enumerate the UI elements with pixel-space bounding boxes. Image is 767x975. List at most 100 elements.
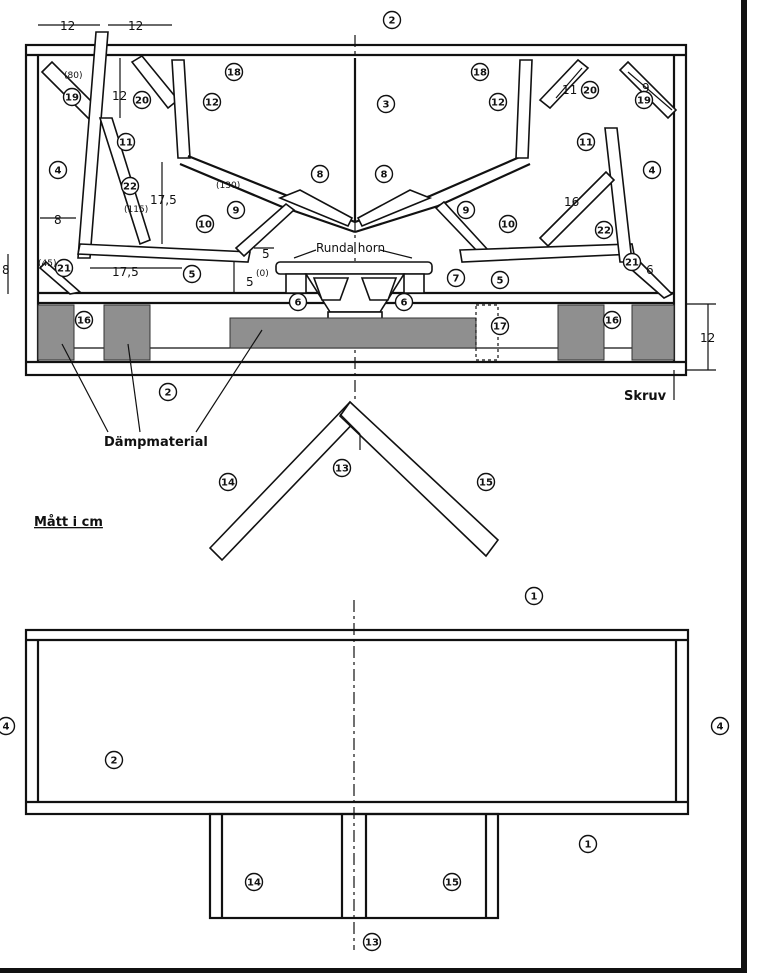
dim-label: 8 [54,213,62,227]
part-number: 14 [221,478,235,489]
part-number: 2 [389,16,396,27]
part-callout: 22 [120,176,140,196]
dim-label: 6 [646,263,654,277]
part-callout: 1 [524,586,544,606]
part-number: 18 [473,68,487,79]
sub-dim-label: (0) [256,269,269,279]
part-callout: 3 [376,94,396,114]
part-callout: 5 [182,264,202,284]
part-callout: 16 [602,310,622,330]
annotation-labels: Dämpmaterial Mått i cm Runda horn Skruv [34,241,667,530]
part-number: 4 [55,166,62,177]
part-number: 21 [57,264,71,275]
dim-label: 9 [642,81,650,95]
part-callout: 5 [490,270,510,290]
part-number: 11 [579,138,593,149]
damping-block [37,304,75,361]
part-callout: 20 [580,80,600,100]
part-number: 20 [135,96,149,107]
part-callout: 2 [104,750,124,770]
part-callout: 4 [710,716,730,736]
part-number: 8 [317,170,324,181]
part-callout: 2 [382,10,402,30]
part-callout: 9 [456,200,476,220]
dim-label: 12 [60,19,75,33]
dim-label: 5 [262,247,270,261]
part-callout: 15 [476,472,496,492]
part-number: 21 [625,258,639,269]
sub-dim-label: (130) [216,181,240,191]
part-callout: 21 [54,258,74,278]
part-callout: 18 [224,62,244,82]
part-number: 10 [501,220,515,231]
part-callout: 13 [332,458,352,478]
damping-block [557,304,605,361]
part-number: 12 [491,98,505,109]
part-callout: 8 [374,164,394,184]
part-callout: 19 [62,87,82,107]
part-callout: 8 [310,164,330,184]
dim-label: 17,5 [112,265,139,279]
part-number: 9 [463,206,470,217]
part-callout: 2 [158,382,178,402]
dimension-labels: 12 12 12 11 9 17,5 8 16 17,5 8 5 5 6 12 … [2,19,715,345]
part-number: 17 [493,322,507,333]
screw-label: Skruv [624,389,667,404]
part-number: 1 [531,592,538,603]
part-callout: 22 [594,220,614,240]
sub-dim-label: (80) [64,71,82,81]
part-number: 6 [295,298,302,309]
part-callout: 4 [642,160,662,180]
part-number: 12 [205,98,219,109]
units-label: Mått i cm [34,515,103,530]
part-number: 7 [453,274,460,285]
part-callout: 6 [288,292,308,312]
part-callout: 7 [446,268,466,288]
dim-label: 12 [700,331,715,345]
part-number: 19 [637,96,651,107]
part-callout: 6 [394,292,414,312]
part-callout: 10 [498,214,518,234]
part-number: 20 [583,86,597,97]
damping-block [229,317,477,349]
part-callout: 14 [244,872,264,892]
part-callout: 19 [634,90,654,110]
part-callout: 15 [442,872,462,892]
part-callout: 11 [116,132,136,152]
part-number: 22 [597,226,611,237]
part-number: 3 [383,100,390,111]
part-number: 4 [717,722,724,733]
top-view [7,24,716,433]
part-number: 16 [77,316,91,327]
sub-dim-label: (45) [38,259,56,269]
part-callout: 13 [362,932,382,952]
part-callout: 21 [622,252,642,272]
part-callout: 4 [48,160,68,180]
part-number: 6 [401,298,408,309]
part-callout: 14 [218,472,238,492]
damping-material-label: Dämpmaterial [104,435,208,450]
dim-label: 12 [128,19,143,33]
dim-label: 17,5 [150,193,177,207]
dim-label: 11 [562,83,577,97]
dim-label: 8 [2,263,10,277]
dim-label: 5 [246,275,254,289]
part-callout: 16 [74,310,94,330]
sub-dim-label: (115) [124,205,148,215]
part-number: 13 [365,938,379,949]
part-number: 8 [381,170,388,181]
part-number: 1 [585,840,592,851]
part-number: 11 [119,138,133,149]
part-number: 4 [649,166,656,177]
part-number: 2 [165,388,172,399]
part-number: 5 [497,276,504,287]
part-number: 5 [189,270,196,281]
part-number: 22 [123,182,137,193]
bottom-view [24,600,690,950]
part-callout: 9 [226,200,246,220]
dim-label: 16 [564,195,579,209]
part-number: 15 [479,478,493,489]
part-callout: 12 [202,92,222,112]
damping-block [103,304,151,361]
